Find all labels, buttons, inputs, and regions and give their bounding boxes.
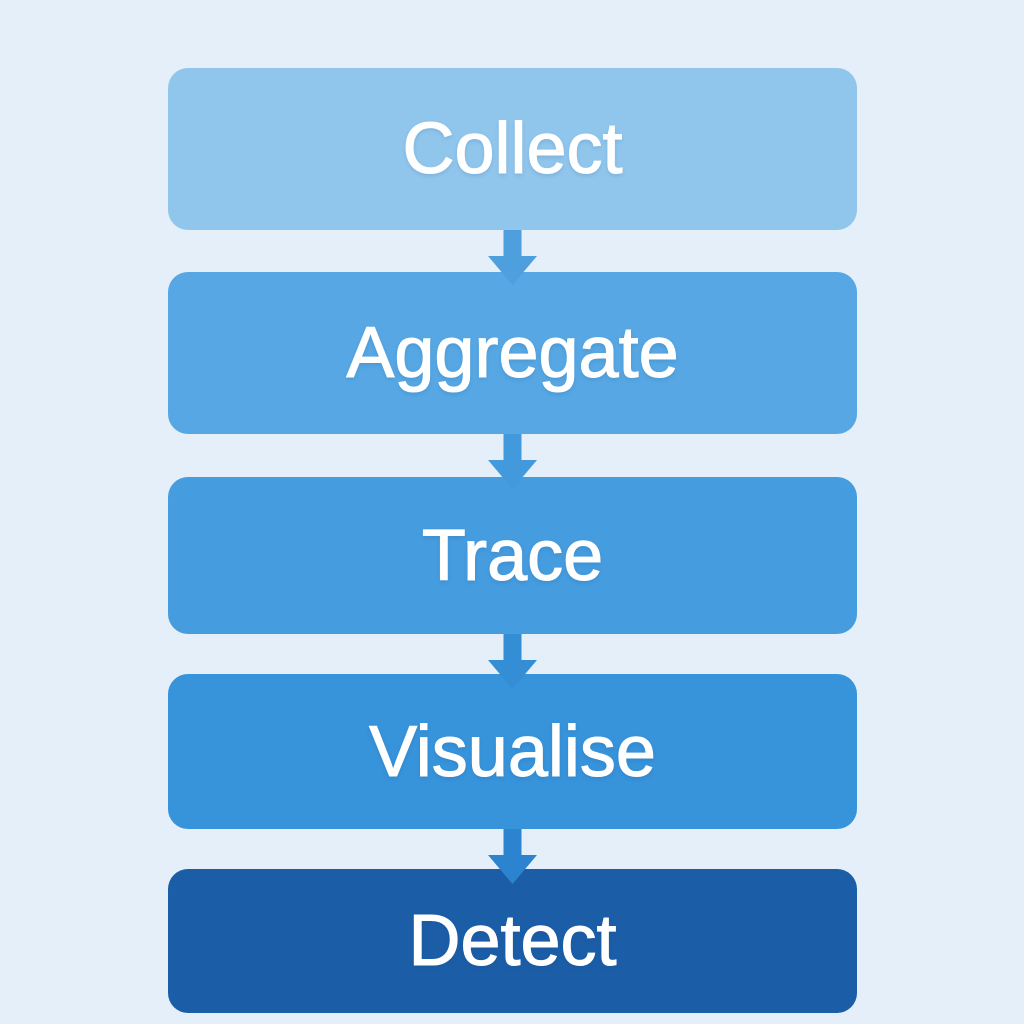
down-arrow-shape <box>488 230 537 285</box>
down-arrow-shape <box>488 434 537 489</box>
down-arrow-icon <box>488 829 537 884</box>
flow-step-collect: Collect <box>168 68 857 230</box>
flow-step-aggregate: Aggregate <box>168 272 857 434</box>
flow-step-detect-label: Detect <box>408 901 617 981</box>
down-arrow-shape <box>488 634 537 689</box>
flow-step-collect-label: Collect <box>402 109 623 189</box>
down-arrow-shape <box>488 829 537 884</box>
down-arrow-icon <box>488 230 537 285</box>
flow-step-visualise: Visualise <box>168 674 857 829</box>
down-arrow-icon <box>488 434 537 489</box>
flow-step-aggregate-label: Aggregate <box>346 313 679 393</box>
flow-step-visualise-label: Visualise <box>369 711 657 792</box>
flow-step-trace-label: Trace <box>421 515 604 596</box>
down-arrow-icon <box>488 634 537 689</box>
flow-step-detect: Detect <box>168 869 857 1013</box>
flow-step-trace: Trace <box>168 477 857 634</box>
